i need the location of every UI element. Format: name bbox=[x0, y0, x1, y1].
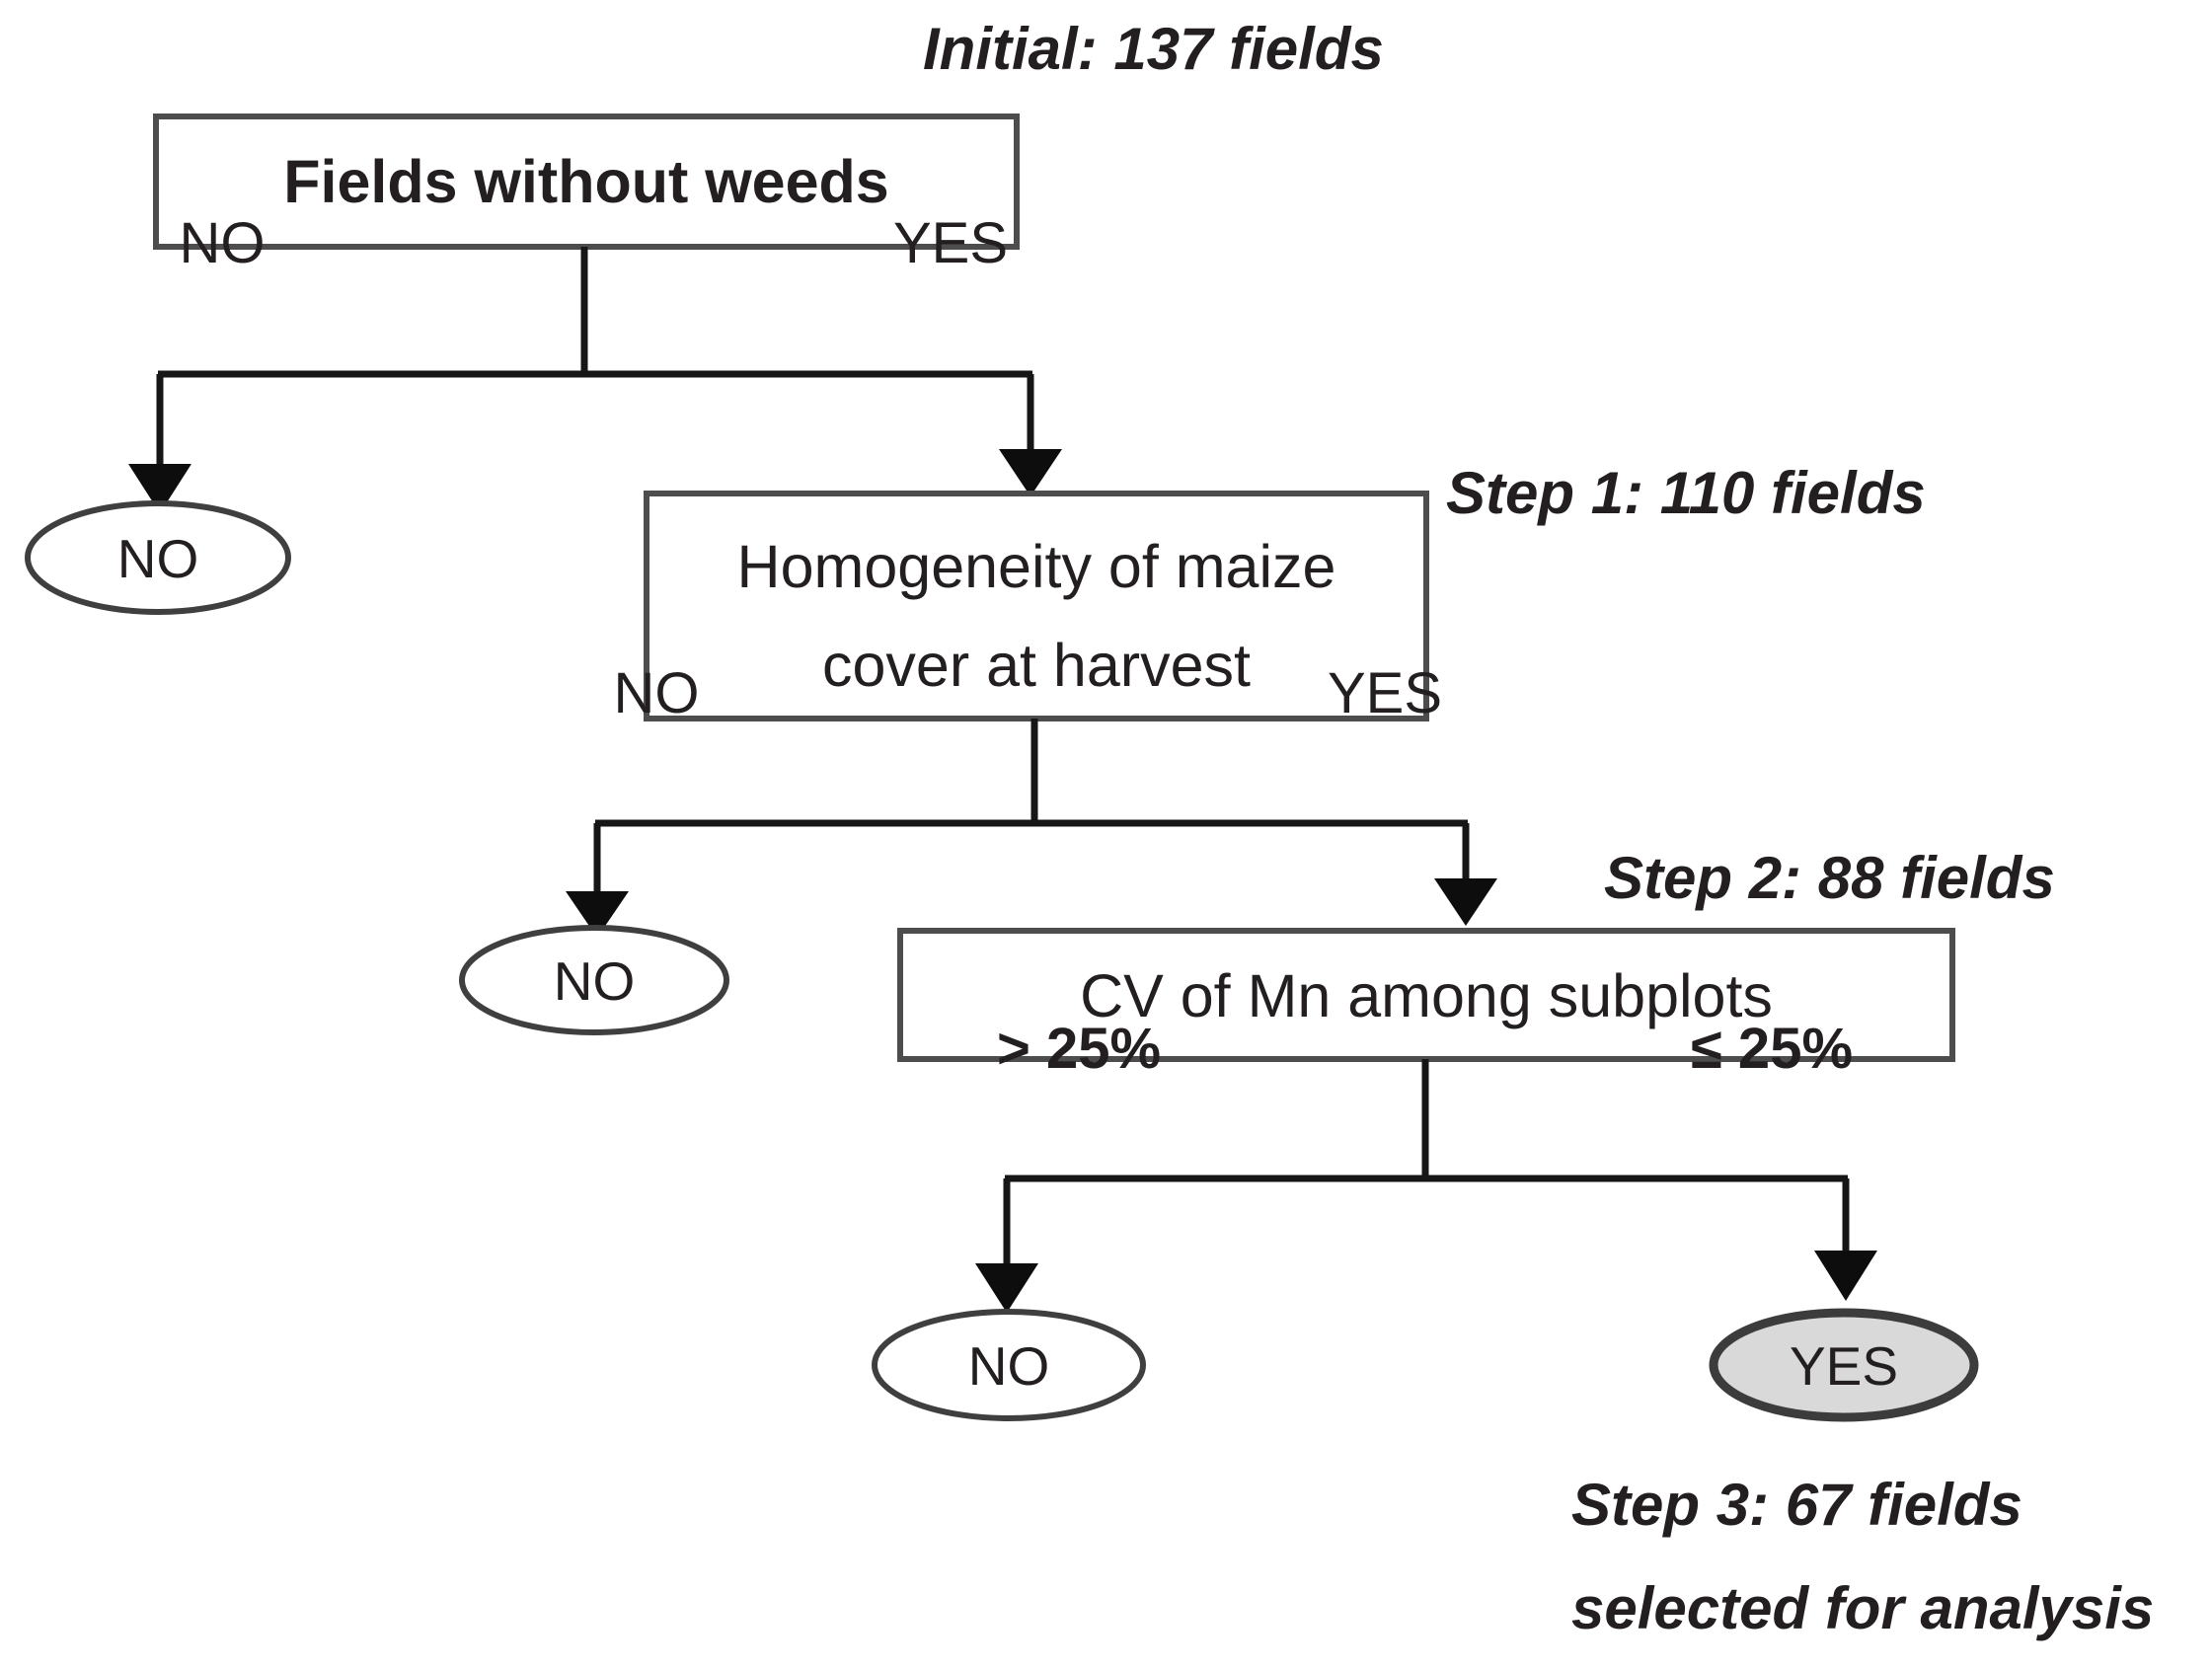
edge-homogeneity-no-arrowhead bbox=[566, 891, 629, 938]
node-terminal-no-1[interactable] bbox=[25, 500, 291, 615]
node-decision-homogeneity-label-line2: cover at harvest bbox=[822, 632, 1251, 699]
node-decision-weeds-box[interactable] bbox=[153, 114, 1020, 250]
annotation-initial: Initial: 137 fields bbox=[923, 16, 1384, 82]
edge-cv-le-label: ≤ 25% bbox=[1691, 1017, 1853, 1081]
edge-cv-gt-label: > 25% bbox=[997, 1017, 1161, 1081]
edge-weeds-yes-arrowhead bbox=[999, 449, 1062, 496]
edge-weeds-no-arrowhead bbox=[128, 464, 191, 513]
edge-weeds-no-label: NO bbox=[180, 211, 266, 275]
edge-homogeneity-no-label: NO bbox=[614, 661, 700, 725]
node-terminal-no-3-label: NO bbox=[968, 1335, 1050, 1397]
annotation-step2: Step 2: 88 fields bbox=[1604, 845, 2055, 911]
node-decision-weeds-label: Fields without weeds bbox=[283, 148, 888, 215]
edge-homogeneity-yes-label: YES bbox=[1328, 661, 1442, 725]
edge-cv-le-arrowhead bbox=[1814, 1251, 1877, 1301]
node-terminal-no-3[interactable] bbox=[872, 1309, 1146, 1421]
edge-weeds-yes-label: YES bbox=[893, 211, 1008, 275]
node-terminal-no-2-label: NO bbox=[554, 950, 636, 1012]
node-terminal-yes[interactable] bbox=[1709, 1308, 1979, 1422]
edge-cv-gt-arrowhead bbox=[975, 1263, 1038, 1313]
node-decision-cv-label: CV of Mn among subplots bbox=[1080, 962, 1773, 1029]
edge-homogeneity-yes-arrowhead bbox=[1434, 878, 1497, 926]
annotation-step3-line2: selected for analysis bbox=[1571, 1575, 2154, 1641]
node-terminal-no-2[interactable] bbox=[459, 925, 729, 1035]
annotation-step3-line1: Step 3: 67 fields bbox=[1571, 1472, 2022, 1538]
node-decision-homogeneity-label-line1: Homogeneity of maize bbox=[737, 533, 1336, 600]
node-terminal-yes-label: YES bbox=[1790, 1335, 1898, 1397]
node-terminal-no-1-label: NO bbox=[117, 528, 199, 589]
annotation-step1: Step 1: 110 fields bbox=[1446, 460, 1926, 526]
